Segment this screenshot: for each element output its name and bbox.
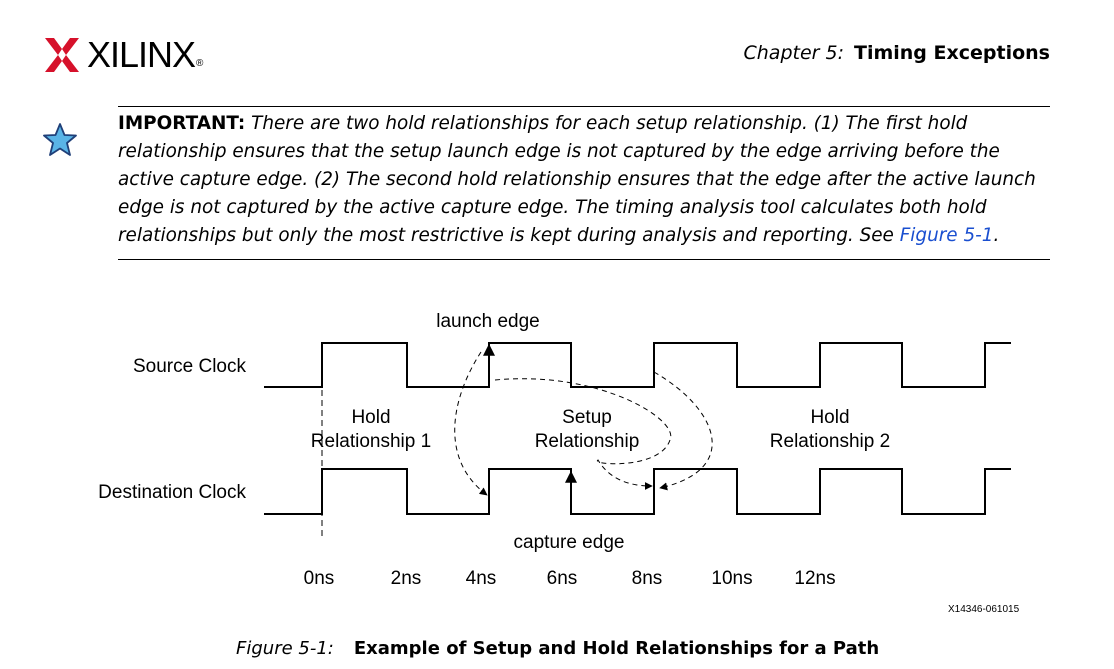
time-axis-labels: 0ns 2ns 4ns 6ns 8ns 10ns 12ns — [304, 568, 836, 589]
hold1-label-line2: Relationship 1 — [311, 431, 431, 452]
chapter-label: Chapter 5: — [743, 42, 845, 64]
xilinx-logo: XILINX ® — [45, 34, 204, 75]
capture-edge-label: capture edge — [514, 532, 625, 553]
chapter-heading: Chapter 5: Timing Exceptions — [744, 42, 1051, 64]
setup-label-line2: Relationship — [535, 431, 640, 452]
note-top-rule — [118, 106, 1050, 107]
time-label: 2ns — [391, 568, 422, 589]
time-label: 12ns — [794, 568, 835, 589]
time-label: 8ns — [632, 568, 663, 589]
setup-path — [494, 378, 672, 490]
chapter-title: Timing Exceptions — [854, 42, 1050, 64]
hold1-path — [454, 351, 488, 496]
figure-caption: Figure 5-1: Example of Setup and Hold Rel… — [236, 638, 879, 659]
registered-mark: ® — [196, 57, 204, 69]
figure-link[interactable]: Figure 5-1 — [899, 225, 994, 246]
time-label: 6ns — [547, 568, 578, 589]
time-label: 0ns — [304, 568, 335, 589]
hold2-path — [653, 371, 713, 491]
caption-label: Figure 5-1: — [236, 638, 334, 659]
setup-label-line1: Setup — [562, 407, 612, 428]
important-end: . — [993, 225, 1000, 246]
logo-text: XILINX — [87, 34, 196, 75]
destination-clock-waveform — [264, 468, 1011, 515]
launch-edge-label: launch edge — [436, 311, 540, 332]
source-clock-waveform — [264, 342, 1011, 388]
important-label: IMPORTANT: — [118, 113, 246, 134]
note-bottom-rule — [118, 259, 1050, 260]
time-label: 10ns — [711, 568, 752, 589]
star-icon — [43, 123, 77, 156]
time-label: 4ns — [466, 568, 497, 589]
figure-id: X14346-061015 — [948, 604, 1020, 615]
important-text: There are two hold relationships for eac… — [118, 113, 1036, 246]
destination-clock-label: Destination Clock — [98, 482, 246, 503]
xilinx-logo-icon — [45, 38, 79, 72]
hold2-label-line1: Hold — [810, 407, 849, 428]
source-clock-label: Source Clock — [133, 356, 246, 377]
important-note: IMPORTANT: There are two hold relationsh… — [118, 110, 1058, 250]
caption-title: Example of Setup and Hold Relationships … — [353, 638, 880, 659]
hold1-label-line1: Hold — [351, 407, 390, 428]
timing-diagram: launch edge Source Clock Destination Clo… — [98, 311, 1011, 589]
hold2-label-line2: Relationship 2 — [770, 431, 890, 452]
